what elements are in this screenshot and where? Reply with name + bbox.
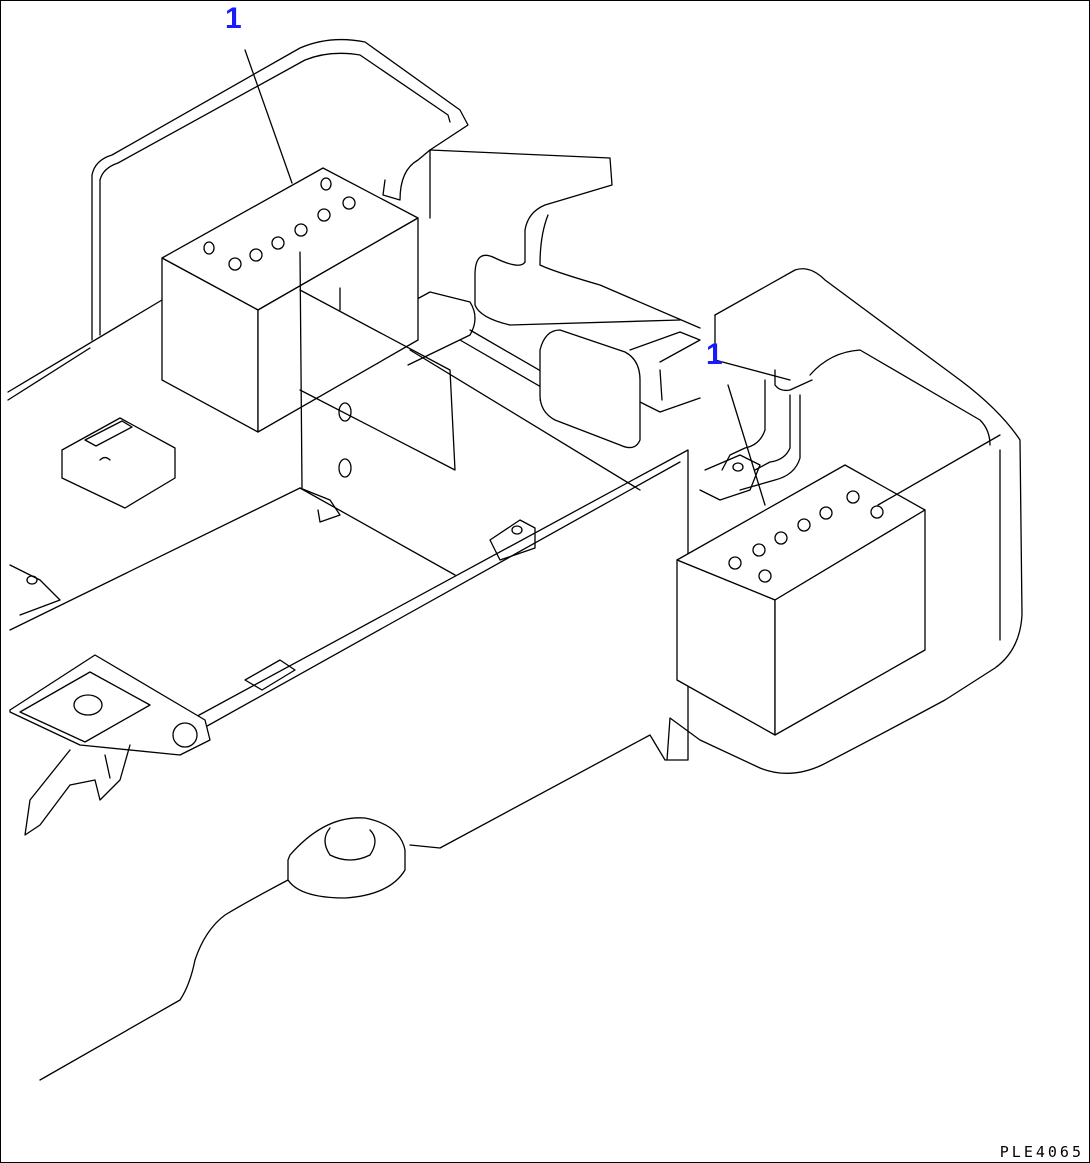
battery-left (161, 167, 419, 489)
callout-label-1: 1 (225, 2, 242, 35)
right-enclosure (666, 268, 1023, 774)
battery-holddown (299, 289, 456, 523)
rear-frame-panel (91, 38, 469, 341)
leader-lines (244, 49, 1001, 506)
deck-plate (7, 299, 456, 631)
hitch-bracket (9, 654, 211, 836)
callout-label-1: 1 (706, 338, 723, 371)
center-block (539, 329, 701, 449)
side-beam (189, 449, 689, 849)
center-chassis (374, 149, 701, 491)
battery-right (676, 464, 926, 736)
lifting-eye (39, 817, 406, 1081)
drawing-code: PLE4065 (999, 1143, 1084, 1161)
